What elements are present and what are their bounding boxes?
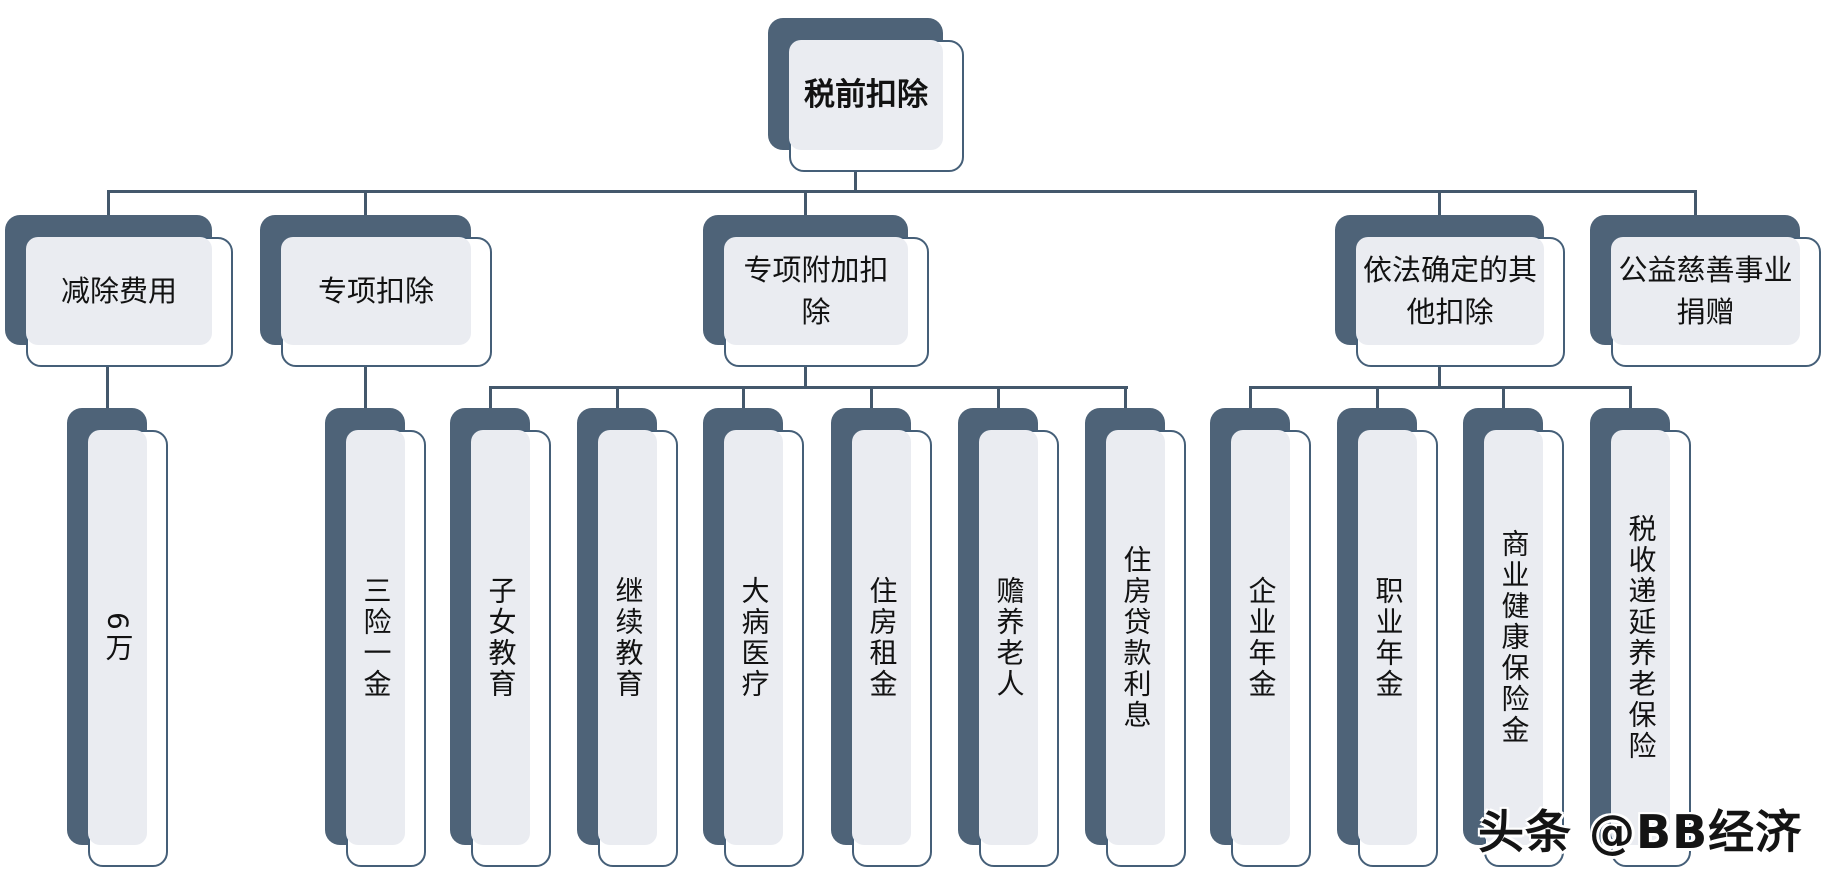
connector-drop-branch-3 [804, 190, 807, 216]
node-label: 子女教育 [484, 575, 518, 700]
node-label: 依法确定的其他扣除 [1362, 253, 1537, 329]
node-label: 住房租金 [865, 575, 899, 700]
connector-drop-leaf-5 [742, 386, 745, 409]
node-label-panel: 6万 [88, 430, 147, 845]
node-label-panel: 公益慈善事业捐赠 [1611, 237, 1800, 345]
connector-drop-leaf-7 [997, 386, 1000, 409]
node-label: 公益慈善事业捐赠 [1618, 253, 1793, 329]
node-label-panel: 专项附加扣除 [724, 237, 908, 345]
connector-drop-leaf-11 [1502, 386, 1505, 409]
node-label-panel: 职业年金 [1358, 430, 1417, 845]
node-label: 专项扣除 [317, 274, 434, 308]
connector-branch2-leaf [364, 344, 367, 409]
connector-branch4-rail [1249, 386, 1631, 389]
connector-drop-leaf-10 [1376, 386, 1379, 409]
node-label-panel: 商业健康保险金 [1484, 430, 1543, 845]
node-label: 商业健康保险金 [1497, 529, 1531, 746]
node-label-panel: 税收递延养老保险 [1611, 430, 1670, 845]
connector-drop-leaf-8 [1124, 386, 1127, 409]
connector-drop-branch-4 [1438, 190, 1441, 216]
node-label-panel: 三险一金 [346, 430, 405, 845]
node-label-panel: 专项扣除 [281, 237, 471, 345]
connector-drop-leaf-3 [489, 386, 492, 409]
connector-drop-branch-2 [364, 190, 367, 216]
node-label-panel: 赡养老人 [979, 430, 1038, 845]
connector-drop-branch-1 [107, 190, 110, 216]
node-label-panel: 大病医疗 [724, 430, 783, 845]
node-label-panel: 子女教育 [471, 430, 530, 845]
node-label: 继续教育 [611, 575, 645, 700]
node-label: 减除费用 [60, 274, 177, 308]
node-label-panel: 住房租金 [852, 430, 911, 845]
connector-branch3-rail [489, 386, 1128, 389]
node-label: 职业年金 [1371, 575, 1405, 700]
node-label: 住房贷款利息 [1119, 544, 1153, 731]
connector-trunk [107, 190, 1697, 193]
connector-drop-leaf-9 [1249, 386, 1252, 409]
connector-drop-leaf-6 [870, 386, 873, 409]
node-label-panel: 税前扣除 [789, 40, 943, 150]
toutiao-watermark: 头条 @BB经济 [1478, 805, 1803, 859]
connector-drop-leaf-4 [616, 386, 619, 409]
node-label: 三险一金 [359, 575, 393, 700]
node-label: 赡养老人 [992, 575, 1026, 700]
node-label-panel: 减除费用 [26, 237, 212, 345]
node-label: 专项附加扣除 [743, 253, 889, 329]
connector-branch1-leaf [106, 344, 109, 409]
node-label: 大病医疗 [737, 575, 771, 700]
node-label-panel: 依法确定的其他扣除 [1356, 237, 1544, 345]
node-label-panel: 住房贷款利息 [1106, 430, 1165, 845]
node-label-panel: 继续教育 [598, 430, 657, 845]
node-label: 企业年金 [1244, 575, 1278, 700]
node-label: 税前扣除 [804, 77, 928, 113]
connector-drop-leaf-12 [1629, 386, 1632, 409]
node-label: 6万 [101, 611, 135, 664]
connector-drop-branch-5 [1694, 190, 1697, 216]
node-label-panel: 企业年金 [1231, 430, 1290, 845]
node-label: 税收递延养老保险 [1624, 513, 1658, 762]
